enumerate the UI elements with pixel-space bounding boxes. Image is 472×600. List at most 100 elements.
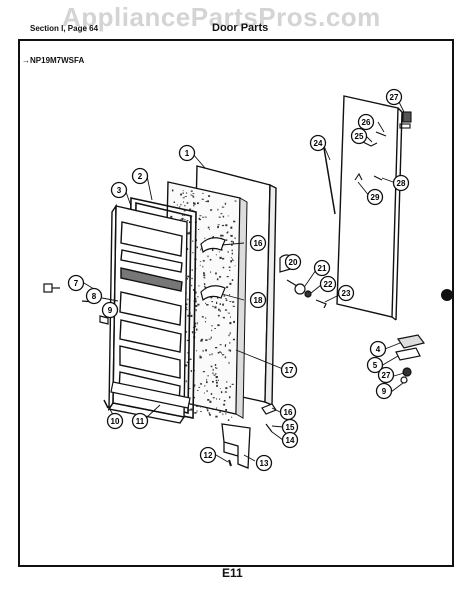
callout-17: 17 [280, 361, 298, 379]
texture-dot [186, 247, 189, 250]
callout-7: 7 [67, 274, 85, 292]
texture-dot [207, 375, 209, 377]
texture-dot [182, 190, 184, 192]
texture-dot [196, 328, 198, 331]
texture-dot [182, 197, 185, 199]
texture-dot [225, 387, 228, 390]
texture-dot [230, 316, 231, 318]
texture-dot [215, 373, 217, 375]
texture-dot [194, 202, 196, 205]
texture-dot [212, 380, 214, 383]
callout-number: 27 [390, 93, 399, 102]
callout-number: 16 [284, 408, 293, 417]
texture-dot [186, 220, 189, 222]
texture-dot [191, 269, 193, 272]
texture-dot [206, 378, 208, 381]
texture-dot [206, 408, 208, 410]
texture-dot [181, 217, 184, 220]
texture-dot [218, 251, 220, 253]
door-rod [323, 147, 336, 215]
texture-dot [185, 380, 187, 383]
texture-dot [217, 296, 219, 299]
texture-dot [218, 379, 219, 381]
texture-dot [210, 393, 213, 395]
texture-dot [195, 405, 199, 407]
texture-dot [219, 344, 222, 346]
texture-dot [193, 205, 195, 207]
texture-dot [207, 399, 210, 401]
callout-circle [106, 412, 124, 430]
callout-circle [85, 287, 103, 305]
callout-number: 17 [285, 366, 294, 375]
callout-circle [67, 274, 85, 292]
callout-number: 11 [136, 417, 145, 426]
texture-dot [203, 272, 205, 275]
callout-22: 22 [319, 275, 337, 293]
texture-dot [187, 314, 190, 317]
texture-dot [230, 226, 233, 229]
texture-dot [229, 385, 231, 388]
texture-dot [215, 376, 218, 379]
texture-dot [219, 303, 221, 305]
texture-dot [233, 320, 235, 323]
screw-part [103, 399, 109, 409]
texture-dot [195, 305, 198, 307]
texture-dot [198, 285, 200, 287]
texture-dot [219, 256, 222, 259]
texture-dot [222, 413, 224, 416]
texture-dot [189, 388, 191, 390]
texture-dot [210, 296, 213, 299]
hinge-bracket-upper [200, 237, 226, 254]
texture-dot [214, 306, 217, 309]
callout-number: 7 [74, 279, 79, 288]
texture-dot [223, 403, 226, 406]
texture-dot [224, 391, 227, 393]
callout-circle [309, 134, 327, 152]
callout-24: 24 [309, 134, 327, 152]
callout-circle [199, 446, 217, 464]
texture-dot [186, 339, 189, 342]
texture-dot [217, 314, 220, 317]
texture-dot [216, 407, 218, 409]
texture-dot [229, 342, 231, 344]
callout-circle [178, 144, 196, 162]
callout-29: 29 [366, 188, 384, 206]
texture-dot [233, 220, 236, 223]
callout-number: 29 [371, 193, 380, 202]
texture-dot [224, 356, 227, 359]
texture-dot [219, 388, 221, 389]
model-number-label: →NP19M7WSFA [22, 56, 84, 65]
texture-dot [202, 192, 204, 194]
texture-dot [222, 257, 225, 260]
texture-dot [218, 216, 221, 218]
callout-circle [392, 174, 410, 192]
callout-number: 18 [254, 296, 263, 305]
texture-dot [229, 282, 232, 285]
callout-8: 8 [85, 287, 103, 305]
texture-dot [197, 202, 199, 205]
callout-27: 27 [385, 88, 403, 106]
diagram-title: Door Parts [212, 22, 269, 34]
callout-9: 9 [375, 382, 393, 400]
texture-dot [220, 213, 223, 215]
callout-number: 10 [111, 417, 120, 426]
callout-number: 1 [185, 149, 190, 158]
texture-dot [206, 381, 208, 384]
callout-16: 16 [279, 403, 297, 421]
callout-circle [110, 181, 128, 199]
texture-dot [182, 215, 184, 216]
texture-dot [198, 229, 200, 230]
texture-dot [217, 208, 219, 211]
texture-dot [226, 286, 229, 289]
texture-dot [180, 203, 182, 206]
texture-dot [208, 338, 211, 340]
texture-dot [186, 192, 188, 194]
arrow-right-icon: → [22, 56, 30, 65]
texture-dot [230, 260, 233, 263]
callout-number: 23 [342, 289, 351, 298]
callout-13: 13 [255, 454, 273, 472]
texture-dot [230, 240, 233, 243]
texture-dot [193, 202, 195, 205]
callout-circle [255, 454, 273, 472]
texture-dot [198, 217, 201, 220]
